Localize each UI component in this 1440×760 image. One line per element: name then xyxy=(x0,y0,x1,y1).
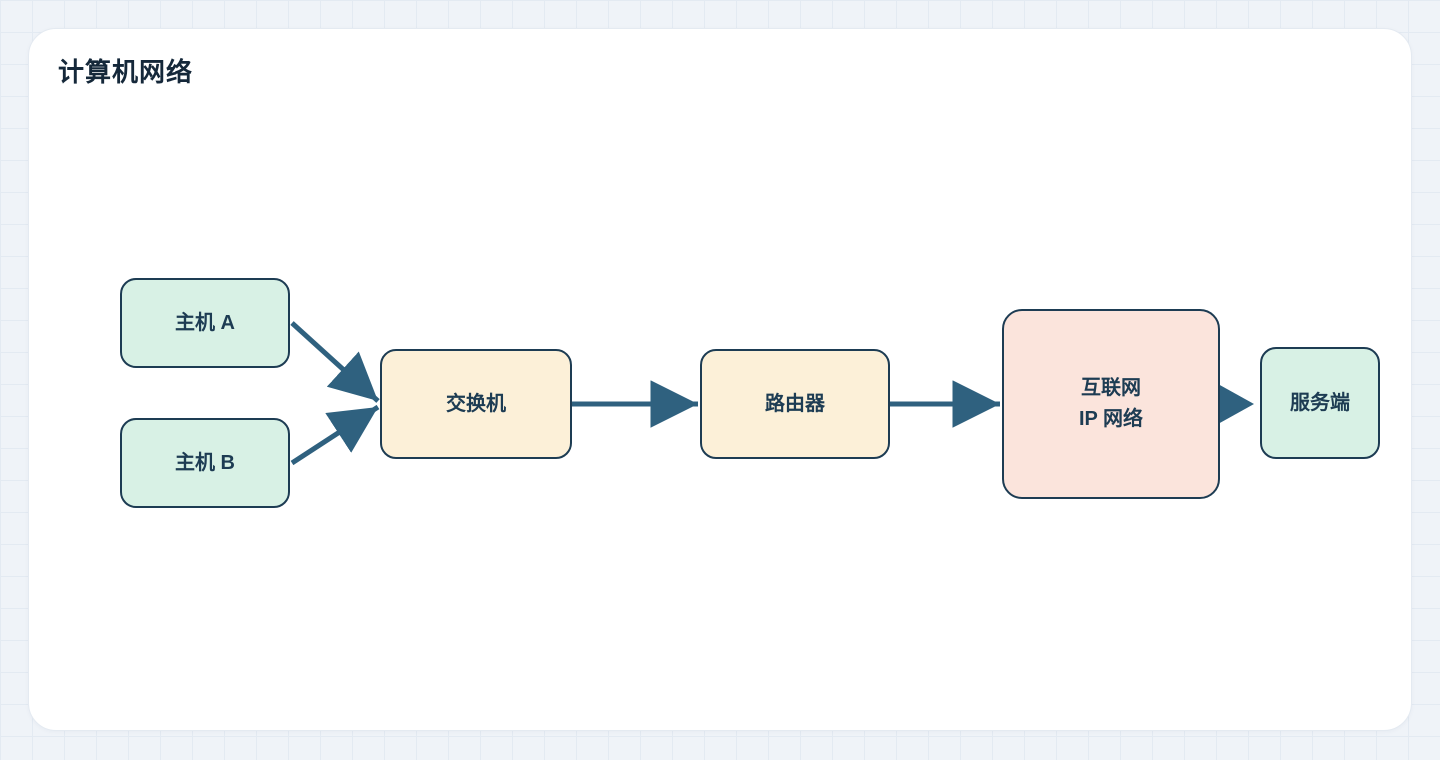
node-host-a-label: 主机 A xyxy=(175,311,235,334)
node-router-label: 路由器 xyxy=(765,392,825,415)
diagram-title: 计算机网络 xyxy=(58,57,194,87)
node-server-label: 服务端 xyxy=(1290,391,1350,414)
node-host-b[interactable]: 主机 B xyxy=(120,418,290,508)
node-internet-label-line2: IP 网络 xyxy=(1078,408,1144,430)
node-internet[interactable]: 互联网 IP 网络 xyxy=(1002,309,1220,499)
node-host-a[interactable]: 主机 A xyxy=(120,278,290,368)
node-server[interactable]: 服务端 xyxy=(1260,347,1380,459)
node-host-b-label: 主机 B xyxy=(175,451,235,474)
node-router[interactable]: 路由器 xyxy=(700,349,890,459)
node-switch-label: 交换机 xyxy=(446,392,506,415)
node-switch[interactable]: 交换机 xyxy=(380,349,572,459)
node-internet-label-line1: 互联网 xyxy=(1081,377,1141,399)
